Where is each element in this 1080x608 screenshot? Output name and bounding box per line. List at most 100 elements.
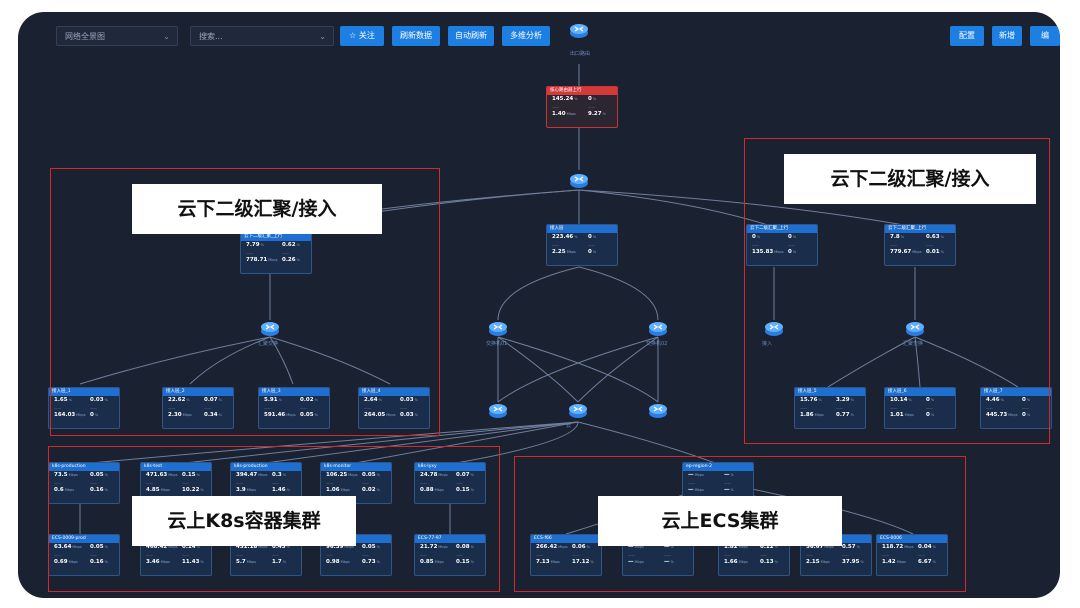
metric-in: 7.8%	[890, 234, 905, 240]
metric-in: 15.76%	[800, 397, 822, 403]
metric-out-2: 0.05%	[300, 412, 318, 418]
metric-in: 118.72Mbps	[882, 544, 914, 550]
node-card-title: 云下二级汇聚_上行	[885, 225, 955, 233]
metric-in-2: 445.73Mbps	[986, 412, 1018, 418]
metric-out: 0.08%	[456, 544, 474, 550]
follow-button[interactable]: ☆ 关注	[340, 26, 384, 46]
metric-in: 73.5Mbps	[54, 472, 78, 478]
metric-out-2: 0%	[588, 249, 597, 255]
gateway-node-g-low3[interactable]	[648, 400, 668, 424]
router-icon	[765, 322, 783, 336]
metric-in-2: 2.30Mbps	[168, 412, 192, 418]
config-button[interactable]: 配置	[950, 26, 984, 46]
metric-out: 0%	[588, 96, 597, 102]
node-card-row: 2.64%0.03%	[362, 396, 426, 405]
metric-out-2: 0%	[926, 412, 935, 418]
node-card-title: ECS-f66	[531, 535, 601, 543]
node-card-title: 接入层_2	[163, 388, 233, 396]
refresh-data-button[interactable]: 刷新数据	[392, 26, 440, 46]
add-button[interactable]: 新增	[992, 26, 1022, 46]
gateway-node-g-mid1[interactable]	[488, 318, 508, 342]
metric-out-2: 10.22%	[182, 487, 204, 493]
metric-in: 106.25Mbps	[326, 472, 358, 478]
link	[914, 336, 1019, 388]
metric-out: 0%	[926, 397, 935, 403]
filter-select-placeholder: 搜索...	[199, 32, 223, 41]
metric-out-2: 0.01%	[926, 249, 944, 255]
extra-button[interactable]: 编	[1030, 26, 1060, 46]
metric-out: 0%	[788, 234, 797, 240]
view-select[interactable]: 网络全景图 ⌄	[56, 26, 178, 46]
metric-out-2: 0.13%	[760, 559, 778, 565]
metric-out-2: 37.95%	[842, 559, 864, 565]
node-card-title: ECS-0009-prod	[49, 535, 119, 543]
link	[578, 266, 659, 321]
gateway-node-g-left[interactable]	[260, 318, 280, 342]
auto-refresh-button[interactable]: 自动刷新	[448, 26, 494, 46]
metric-out: 0.62%	[282, 242, 300, 248]
gateway-label: 云	[566, 423, 572, 429]
link	[269, 336, 391, 385]
node-card-row: 22.62%0.07%	[166, 396, 230, 405]
node-card-sub: ————	[724, 553, 767, 557]
gateway-node-g-low1[interactable]	[488, 400, 508, 424]
multi-analysis-button[interactable]: 多维分析	[502, 26, 550, 46]
gateway-node-g1[interactable]	[569, 170, 589, 194]
metric-out-2: 0.15%	[456, 487, 474, 493]
gateway-node-g-r2[interactable]	[905, 318, 925, 342]
node-card-title: k8s-lyxy	[415, 463, 485, 471]
gateway-label: 汇聚交换	[258, 341, 279, 347]
metric-in-2: —Mbps	[628, 559, 644, 565]
gateway-node-g-r1[interactable]	[764, 318, 784, 342]
root-router-node[interactable]	[569, 20, 589, 44]
metric-in: 0%	[752, 234, 761, 240]
gateway-node-g-low2[interactable]	[568, 400, 588, 424]
region-offcloud-left	[50, 168, 440, 436]
metric-in: 1.82Mbps	[724, 544, 748, 550]
node-card-sub: ————	[264, 406, 307, 410]
node-card-title: 接入层_6	[885, 388, 955, 396]
metric-out: 0.12%	[760, 544, 778, 550]
node-card-sub: ————	[890, 243, 933, 247]
gateway-node-g-mid2[interactable]	[648, 318, 668, 342]
node-card-row: 15.76%3.29%	[798, 396, 862, 405]
metric-out: 0.02%	[300, 397, 318, 403]
metric-in-2: 5.7Mbps	[236, 559, 257, 565]
metric-out: 0.05%	[90, 544, 108, 550]
node-card-sub: ————	[806, 553, 849, 557]
link	[79, 336, 271, 385]
link	[577, 336, 659, 403]
node-card-sub: ————	[236, 553, 279, 557]
node-card-row: 145.24%0%	[550, 95, 614, 104]
filter-select[interactable]: 搜索... ⌄	[190, 26, 334, 46]
node-card-title: 接入层_1	[49, 388, 119, 396]
